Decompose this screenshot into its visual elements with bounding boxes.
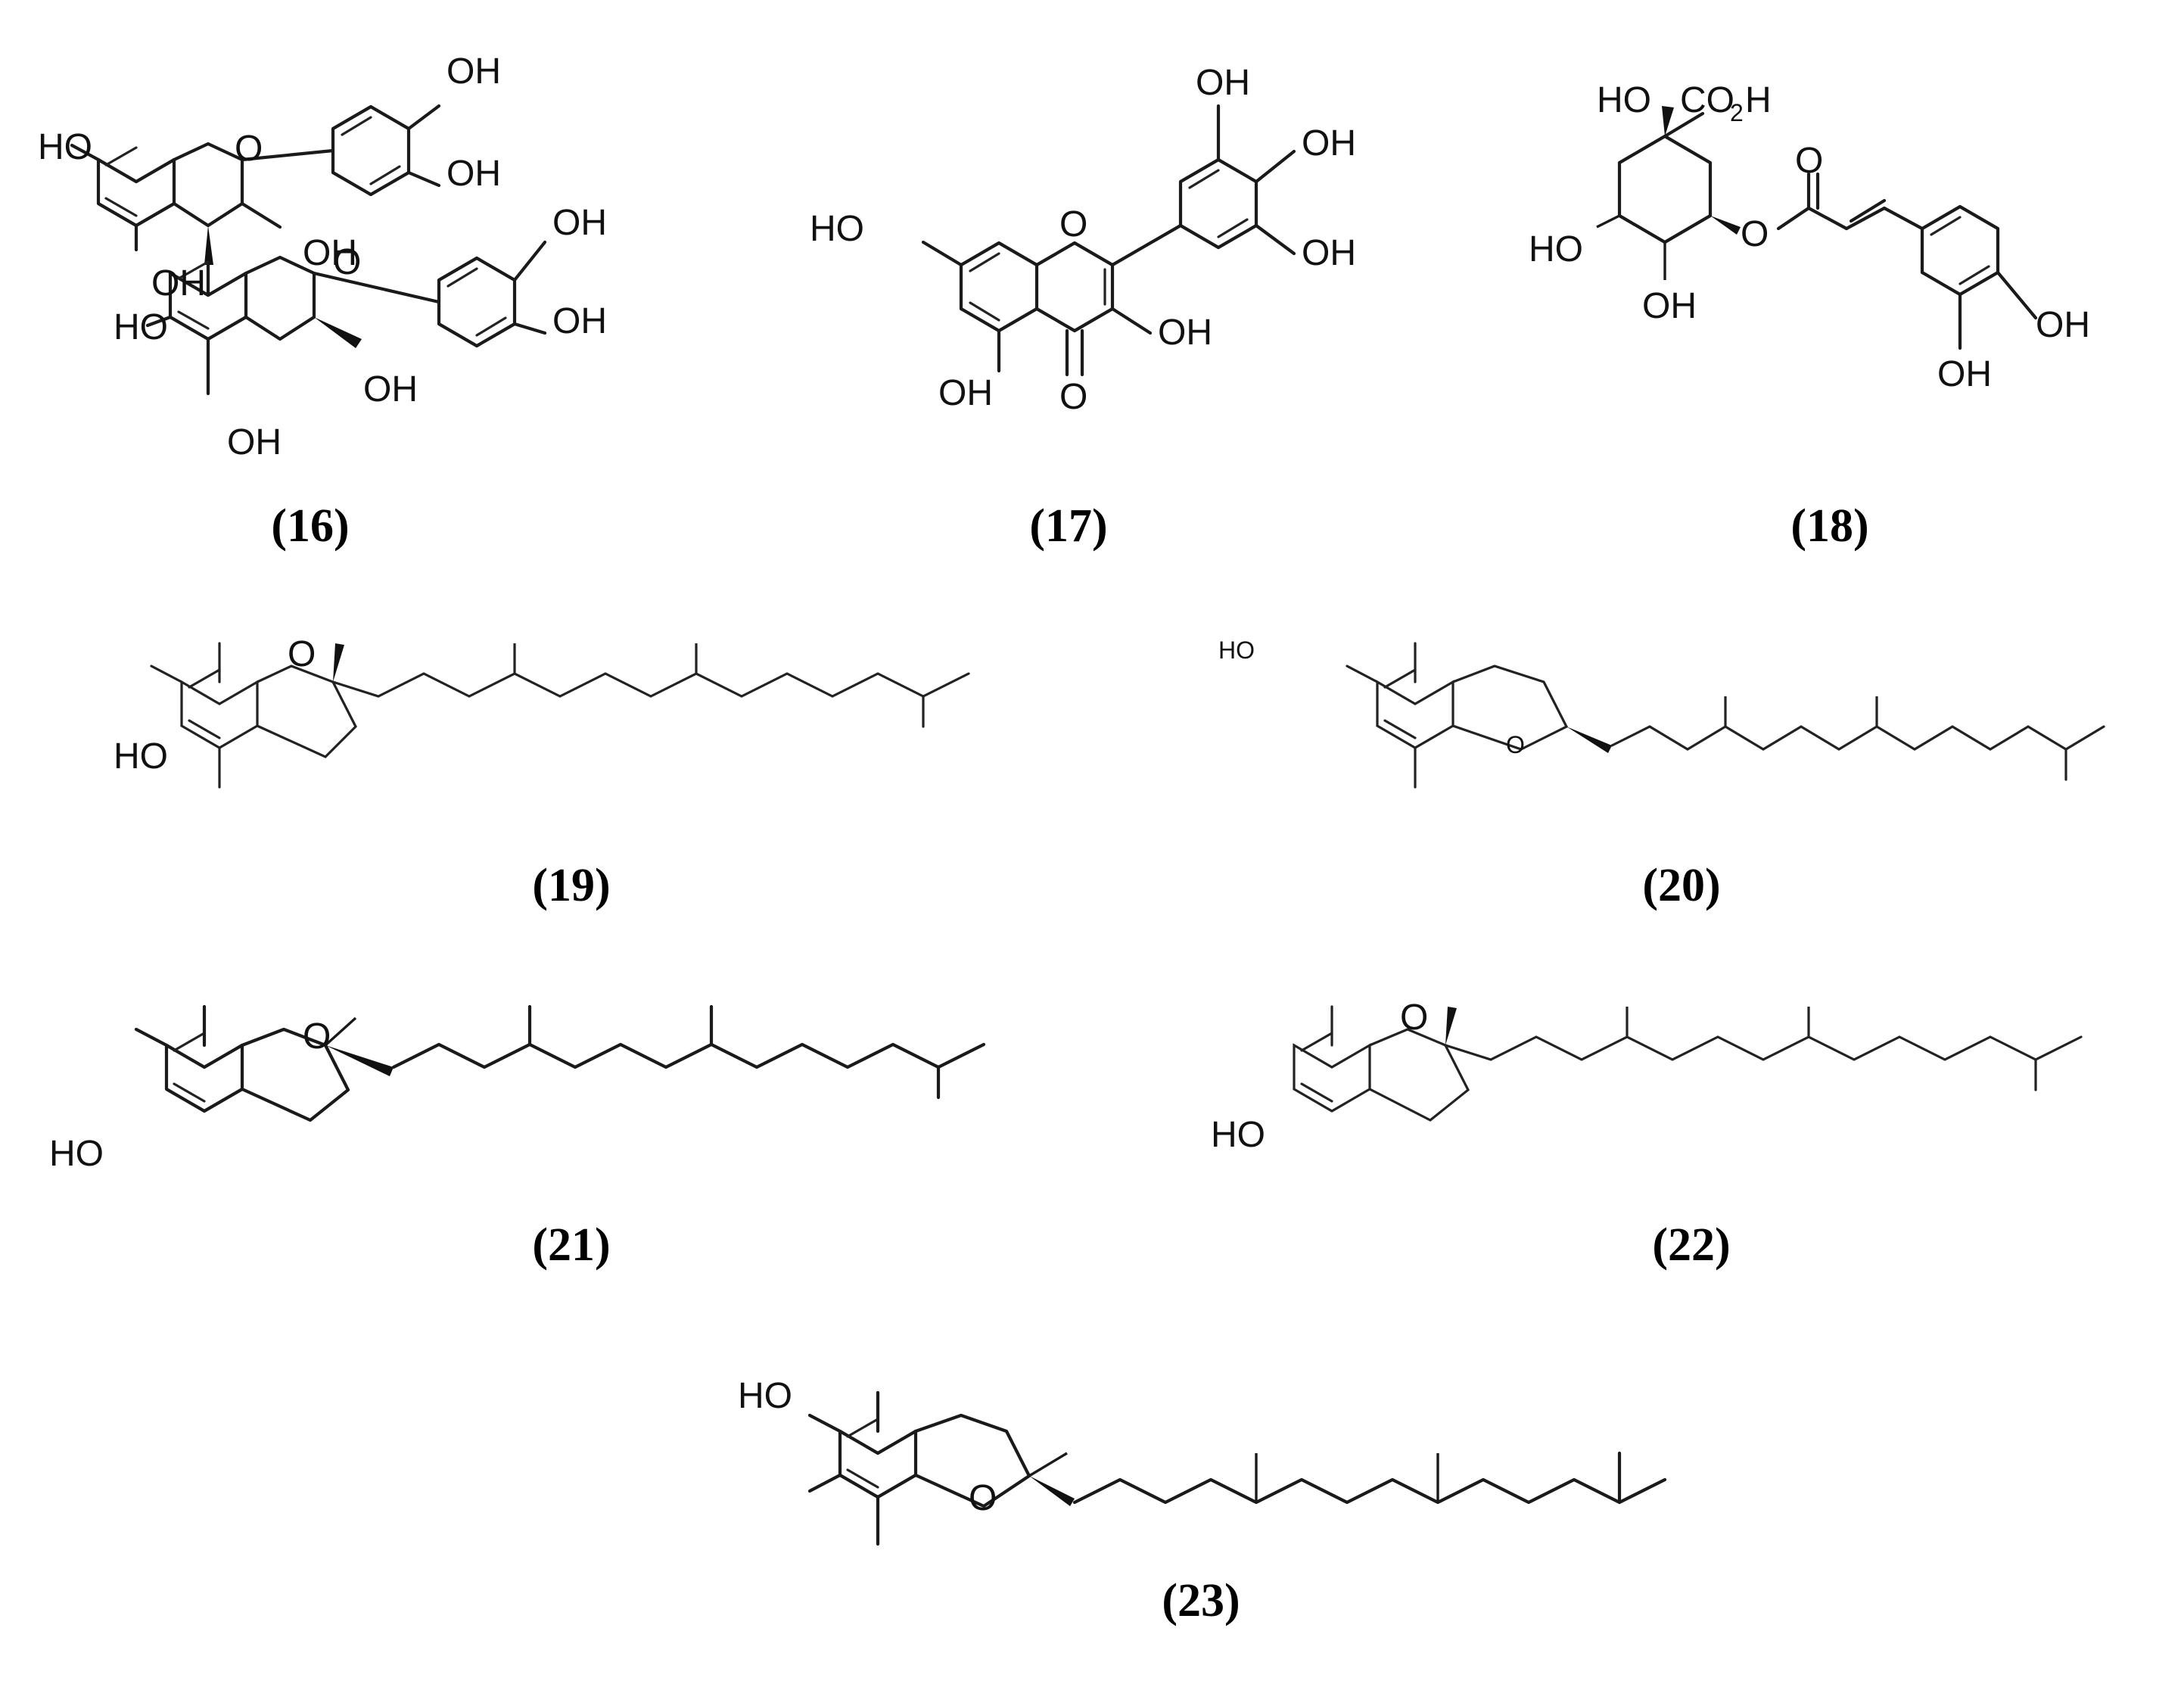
atom-label: O [235, 129, 263, 169]
compound-label-20: (20) [1642, 860, 1720, 911]
compound-label-17: (17) [1029, 500, 1107, 552]
atom-label: O [1059, 204, 1087, 244]
atom-label: OH [151, 263, 206, 304]
atom-label: O [333, 242, 361, 282]
atom-label: OH [363, 369, 418, 409]
atom-label: O [303, 1016, 331, 1057]
atom-label: HO [1529, 229, 1583, 269]
atom-label: OH [552, 203, 607, 243]
structure-18: HO CO 2 H HO OH O O OH OH (18) [1529, 80, 2090, 552]
atom-label: H [1745, 80, 1772, 120]
atom-label: OH [552, 301, 607, 341]
structure-17: HO O OH OH OH OH OH O (17) [810, 63, 1356, 552]
atom-label: HO [49, 1134, 104, 1174]
atom-label: O [288, 634, 316, 674]
compound-label-16: (16) [271, 500, 349, 552]
atom-label: HO [114, 736, 168, 777]
atom-label: OH [227, 422, 282, 462]
atom-label: HO [738, 1376, 792, 1416]
atom-label: OH [1196, 63, 1250, 103]
compound-label-18: (18) [1790, 500, 1868, 552]
atom-label: O [1506, 731, 1525, 758]
atom-label: HO [810, 209, 864, 249]
compound-label-21: (21) [532, 1219, 610, 1271]
compound-label-22: (22) [1652, 1219, 1730, 1271]
atom-label: OH [446, 51, 501, 92]
atom-label: HO [1218, 637, 1255, 664]
atom-label: HO [38, 127, 92, 167]
atom-label: OH [938, 373, 993, 413]
atom-label: CO [1680, 80, 1734, 120]
atom-label: OH [1302, 233, 1356, 273]
atom-label: OH [1158, 313, 1212, 353]
structure-16: HO O OH OH OH OH OH OH O HO OH OH (16) [38, 51, 607, 552]
atom-label: OH [1642, 286, 1697, 326]
atom-label: O [1059, 377, 1087, 417]
atom-label: OH [1302, 123, 1356, 163]
structure-19: HO O (19) [114, 634, 970, 911]
atom-label: O [1400, 998, 1428, 1038]
atom-label: O [969, 1478, 997, 1518]
structure-23: HO O (23) [738, 1376, 1667, 1627]
atom-label: OH [1937, 354, 1992, 394]
compound-label-19: (19) [532, 860, 610, 911]
atom-label: HO [1211, 1115, 1265, 1155]
atom-label: OH [303, 233, 357, 273]
atom-label: 2 [1730, 99, 1744, 126]
atom-label: HO [1597, 80, 1651, 120]
atom-label: OH [2036, 305, 2090, 345]
atom-label: O [1795, 141, 1823, 181]
atom-label: OH [446, 154, 501, 194]
structure-20: HO O (20) [1218, 637, 2105, 911]
structure-22: HO O (22) [1211, 998, 2083, 1271]
structure-21: HO O (21) [49, 1004, 986, 1271]
atom-label: O [1741, 214, 1769, 254]
atom-label: HO [114, 307, 168, 347]
compound-label-23: (23) [1162, 1575, 1240, 1627]
